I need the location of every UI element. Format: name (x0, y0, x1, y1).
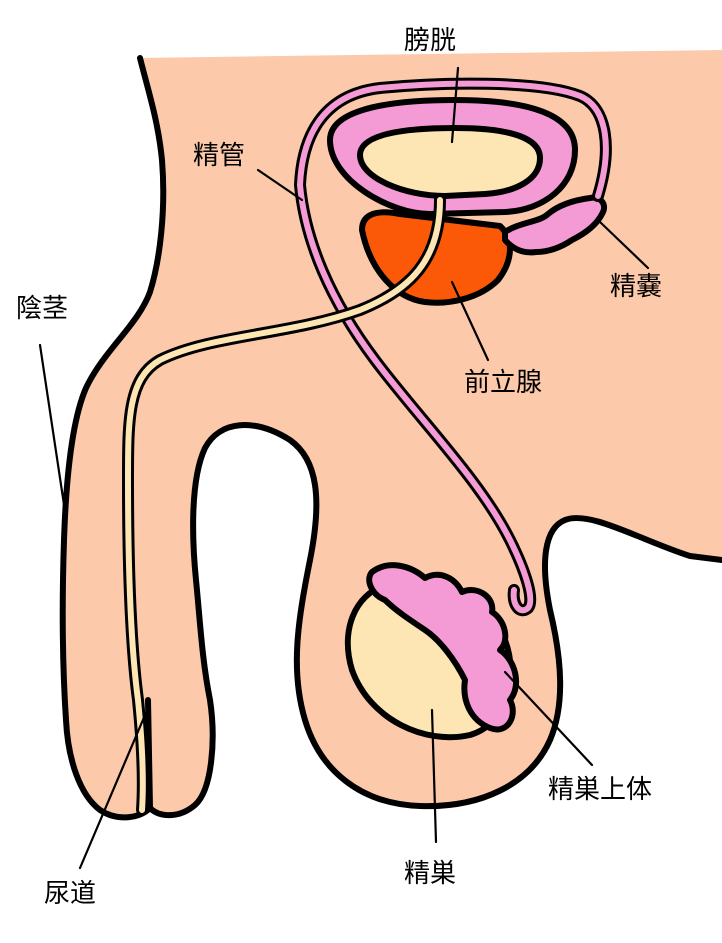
label-penis: 陰茎 (16, 294, 68, 324)
label-bladder: 膀胱 (404, 26, 456, 56)
leader-lines (38, 66, 650, 870)
seminal-vesicle (502, 194, 608, 256)
leader-testis (430, 708, 438, 844)
leader-epididymis (503, 670, 594, 767)
leader-seminal-vesicle (598, 220, 650, 270)
label-epididymis: 精巣上体 (548, 775, 652, 805)
label-prostate: 前立腺 (464, 368, 542, 398)
label-testis: 精巣 (404, 859, 456, 889)
label-urethra: 尿道 (44, 879, 96, 909)
leader-prostate (450, 280, 490, 362)
body-outline-front (59, 55, 722, 821)
label-seminal-vesicle: 精嚢 (610, 272, 662, 302)
vas-deferens-inner (297, 80, 609, 614)
urethra-inner (124, 197, 443, 813)
leader-penis (38, 343, 68, 520)
glans-cleft (145, 697, 153, 811)
bladder-lumen (357, 125, 543, 199)
bladder (327, 97, 578, 217)
leader-vas-deferens (256, 168, 304, 202)
labels: 膀胱 精管 陰茎 精嚢 前立腺 精巣上体 精巣 尿道 (16, 26, 662, 909)
epididymis (366, 562, 520, 733)
label-vas-deferens: 精管 (193, 141, 245, 171)
leader-bladder (450, 66, 460, 144)
leader-urethra (78, 706, 150, 870)
